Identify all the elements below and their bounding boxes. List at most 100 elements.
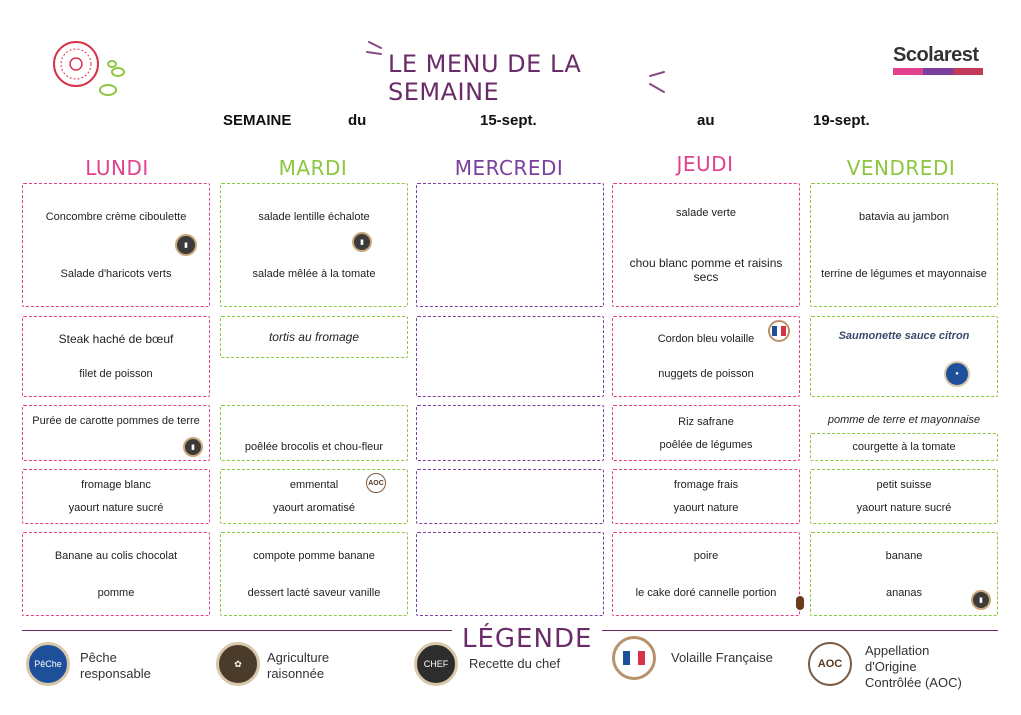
menu-item: salade mêlée à la tomate <box>252 267 376 280</box>
menu-item: yaourt nature sucré <box>68 501 164 514</box>
day-header-vendredi: VENDREDI <box>846 156 956 180</box>
chef-recipe-icon: ▮ <box>352 232 372 252</box>
lundi-dairy-box: fromage blanc yaourt nature sucré <box>22 469 210 524</box>
chef-recipe-icon: ▮ <box>183 437 203 457</box>
legend-label-line: Contrôlée (AOC) <box>865 675 962 690</box>
mercredi-dairy-box <box>416 469 604 524</box>
menu-item: fromage blanc <box>81 479 151 492</box>
day-header-mercredi: MERCREDI <box>454 156 564 180</box>
mercredi-starter-box <box>416 183 604 307</box>
title-spark-right-icon <box>649 71 665 93</box>
menu-item: nuggets de poisson <box>658 368 754 381</box>
menu-item: salade verte <box>676 207 736 219</box>
stamp-logo-icon <box>53 41 125 96</box>
chef-recipe-icon: ▮ <box>971 590 991 610</box>
menu-item: Purée de carotte pommes de terre <box>32 415 200 427</box>
french-poultry-icon <box>612 636 656 680</box>
to-date: 19-sept. <box>813 112 870 129</box>
legend-peche-label: Pêche responsable <box>80 650 151 682</box>
brand-name: Scolarest <box>893 44 979 66</box>
vendredi-side-box: courgette à la tomate <box>810 433 998 461</box>
day-header-jeudi: JEUDI <box>676 152 734 176</box>
menu-item: salade lentille échalote <box>258 210 370 223</box>
brand-logo: Scolarest <box>893 44 983 80</box>
menu-item: pomme <box>97 586 135 599</box>
legend-label-line: raisonnée <box>267 666 325 681</box>
legend-volaille-label: Volaille Française <box>671 650 773 665</box>
menu-item: filet de poisson <box>79 368 153 381</box>
menu-item: chou blanc pomme et raisins secs <box>629 256 783 284</box>
menu-item: terrine de légumes et mayonnaise <box>821 267 987 280</box>
agriculture-icon: ✿ <box>216 642 260 686</box>
menu-item: Saumonette sauce citron <box>838 330 970 342</box>
day-header-lundi: LUNDI <box>85 156 149 180</box>
cake-icon <box>796 596 804 610</box>
menu-item: batavia au jambon <box>859 210 949 223</box>
menu-item: le cake doré cannelle portion <box>635 586 777 599</box>
title-spark-left-icon <box>366 41 382 55</box>
legend-label-line: d'Origine <box>865 659 917 674</box>
from-date: 15-sept. <box>480 112 537 129</box>
menu-item: yaourt aromatisé <box>273 501 355 514</box>
lundi-dessert-box: Banane au colis chocolat pomme <box>22 532 210 616</box>
vendredi-main-box: Saumonette sauce citron <box>810 316 998 397</box>
chef-recipe-icon: CHEF <box>414 642 458 686</box>
vendredi-dessert-box: banane ananas <box>810 532 998 616</box>
menu-item: poêlée brocolis et chou-fleur <box>244 441 384 453</box>
menu-item: Banane au colis chocolat <box>54 549 178 562</box>
menu-item: ananas <box>885 586 923 599</box>
menu-item: poêlée de légumes <box>659 438 753 451</box>
menu-item: yaourt nature sucré <box>856 501 952 514</box>
menu-item: courgette à la tomate <box>852 441 956 453</box>
legend-label-line: Appellation <box>865 643 930 658</box>
page-title: LE MENU DE LA SEMAINE <box>388 50 582 106</box>
menu-item: tortis au fromage <box>268 330 360 344</box>
mardi-side-box: poêlée brocolis et chou-fleur <box>220 405 408 461</box>
peche-responsable-icon: ● <box>944 361 970 387</box>
menu-item: Riz safrane <box>678 415 734 428</box>
menu-item: pomme de terre et mayonnaise <box>827 414 981 426</box>
menu-item: Steak haché de bœuf <box>58 331 174 346</box>
menu-item: yaourt nature <box>673 501 739 514</box>
mardi-starter-box: salade lentille échalote salade mêlée à … <box>220 183 408 307</box>
legend-agriculture-label: Agriculture raisonnée <box>267 650 329 682</box>
menu-item: Cordon bleu volaille <box>657 332 755 345</box>
to-label: au <box>697 112 715 129</box>
legend-aoc-label: Appellation d'Origine Contrôlée (AOC) <box>865 643 962 691</box>
lundi-side-box: Purée de carotte pommes de terre <box>22 405 210 461</box>
chef-recipe-icon: ▮ <box>175 234 197 256</box>
menu-item: petit suisse <box>876 479 932 492</box>
menu-item: emmental <box>289 479 339 492</box>
vendredi-dairy-box: petit suisse yaourt nature sucré <box>810 469 998 524</box>
aoc-icon: AOC <box>366 473 386 493</box>
menu-item: compote pomme banane <box>253 549 375 562</box>
jeudi-side-box: Riz safrane poêlée de légumes <box>612 405 800 461</box>
mercredi-dessert-box <box>416 532 604 616</box>
lundi-main-box: Steak haché de bœuf filet de poisson <box>22 316 210 397</box>
jeudi-dessert-box: poire le cake doré cannelle portion <box>612 532 800 616</box>
from-label: du <box>348 112 367 129</box>
brand-tagline-bar <box>893 68 983 75</box>
legend-chef-label: Recette du chef <box>469 656 561 671</box>
menu-item: fromage frais <box>673 479 739 492</box>
legend-label-line: responsable <box>80 666 151 681</box>
menu-item: Concombre crème ciboulette <box>45 210 187 223</box>
legend-title: LÉGENDE <box>452 624 603 654</box>
week-label: SEMAINE <box>223 112 292 129</box>
day-header-mardi: MARDI <box>278 156 348 180</box>
menu-item: Salade d'haricots verts <box>60 267 172 280</box>
peche-icon: PêChe <box>26 642 70 686</box>
vendredi-starter-box: batavia au jambon terrine de légumes et … <box>810 183 998 307</box>
legend-label-line: Pêche <box>80 650 117 665</box>
menu-item: poire <box>693 549 719 562</box>
legend-label-line: Agriculture <box>267 650 330 665</box>
mercredi-side-box <box>416 405 604 461</box>
jeudi-starter-box: salade verte chou blanc pomme et raisins… <box>612 183 800 307</box>
menu-item: banane <box>885 549 923 562</box>
mercredi-main-box <box>416 316 604 397</box>
mardi-main-box: tortis au fromage <box>220 316 408 358</box>
menu-item: dessert lacté saveur vanille <box>247 586 381 599</box>
french-poultry-icon <box>768 320 790 342</box>
jeudi-dairy-box: fromage frais yaourt nature <box>612 469 800 524</box>
mardi-dessert-box: compote pomme banane dessert lacté saveu… <box>220 532 408 616</box>
